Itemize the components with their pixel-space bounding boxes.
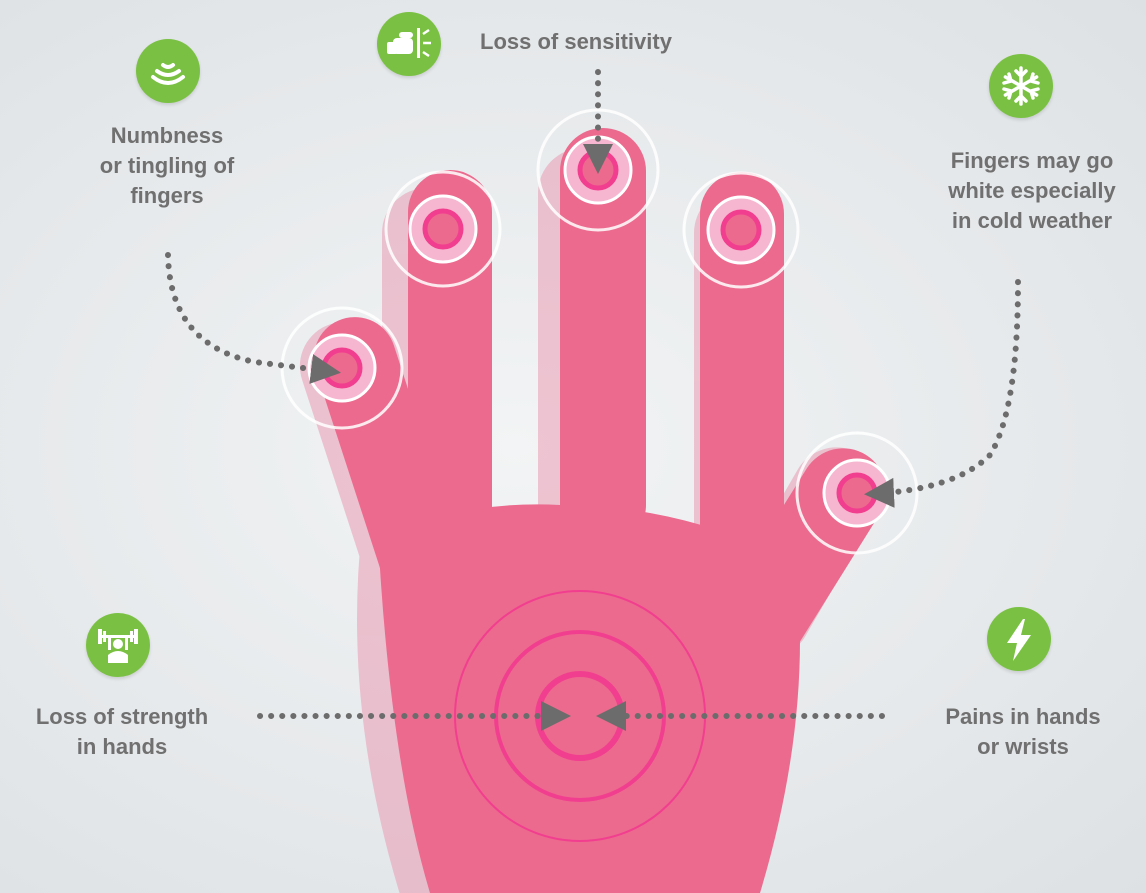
arrow-white-fingers (870, 282, 1018, 494)
vibration-waves-icon (136, 39, 200, 103)
snowflake-icon (989, 54, 1053, 118)
label-pains: Pains in hands or wrists (910, 702, 1136, 762)
lightning-bolt-icon (987, 607, 1051, 671)
palm (378, 504, 800, 893)
label-white-fingers: Fingers may go white especially in cold … (918, 146, 1146, 236)
label-numbness: Numbness or tingling of fingers (62, 121, 272, 211)
label-loss-of-strength: Loss of strength in hands (4, 702, 240, 762)
weightlifter-icon (86, 613, 150, 677)
label-loss-of-sensitivity: Loss of sensitivity (480, 27, 672, 57)
hand-tapping-icon (377, 12, 441, 76)
